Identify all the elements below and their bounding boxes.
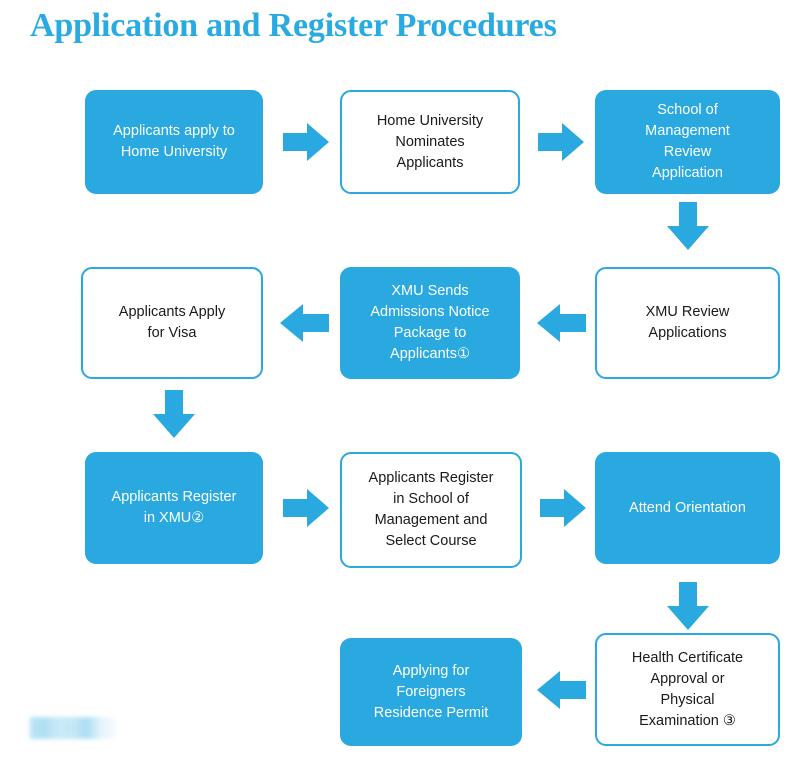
redacted-watermark	[30, 717, 116, 739]
flow-node-label: Applicants Apply for Visa	[118, 304, 226, 341]
flow-node-label: XMU Review Applications	[645, 304, 730, 341]
arrow-left-icon	[534, 665, 588, 715]
flow-node-label: Applicants Register in XMU②	[111, 489, 237, 526]
arrow-right-icon	[281, 117, 331, 167]
flow-node-applicants-apply-visa[interactable]: Applicants Apply for Visa	[81, 267, 263, 379]
flow-node-applying-foreigners-residence-permit[interactable]: Applying for Foreigners Residence Permit	[340, 638, 522, 746]
flow-node-attend-orientation[interactable]: Attend Orientation	[595, 452, 780, 564]
flow-node-label: Applicants Register in School of Managem…	[368, 470, 494, 549]
flow-node-label: School of Management Review Application	[645, 102, 730, 181]
arrow-left-icon	[534, 298, 588, 348]
flow-node-label: Home University Nominates Applicants	[376, 112, 484, 171]
arrow-down-icon	[148, 388, 200, 442]
arrow-down-icon	[662, 580, 714, 634]
flow-node-school-management-review[interactable]: School of Management Review Application	[595, 90, 780, 194]
flow-node-xmu-sends-admissions-notice[interactable]: XMU Sends Admissions Notice Package to A…	[340, 267, 520, 379]
arrow-left-icon	[277, 298, 331, 348]
flow-node-label: Health Certificate Approval or Physical …	[631, 649, 744, 729]
flow-node-xmu-review-applications[interactable]: XMU Review Applications	[595, 267, 780, 379]
flow-node-health-certificate-approval[interactable]: Health Certificate Approval or Physical …	[595, 633, 780, 746]
arrow-right-icon	[536, 117, 586, 167]
flow-node-label: Attend Orientation	[629, 499, 746, 516]
flow-node-label: Applicants apply to Home University	[113, 123, 235, 160]
arrow-right-icon	[538, 483, 588, 533]
arrow-down-icon	[662, 200, 714, 254]
flow-node-label: XMU Sends Admissions Notice Package to A…	[370, 283, 490, 362]
page-title: Application and Register Procedures	[30, 7, 557, 44]
flow-node-applicants-apply-home-university[interactable]: Applicants apply to Home University	[85, 90, 263, 194]
flow-node-label: Applying for Foreigners Residence Permit	[373, 662, 489, 721]
arrow-right-icon	[281, 483, 331, 533]
flow-node-home-university-nominates[interactable]: Home University Nominates Applicants	[340, 90, 520, 194]
flow-node-applicants-register-school-management[interactable]: Applicants Register in School of Managem…	[340, 452, 522, 568]
flow-node-applicants-register-xmu[interactable]: Applicants Register in XMU②	[85, 452, 263, 564]
